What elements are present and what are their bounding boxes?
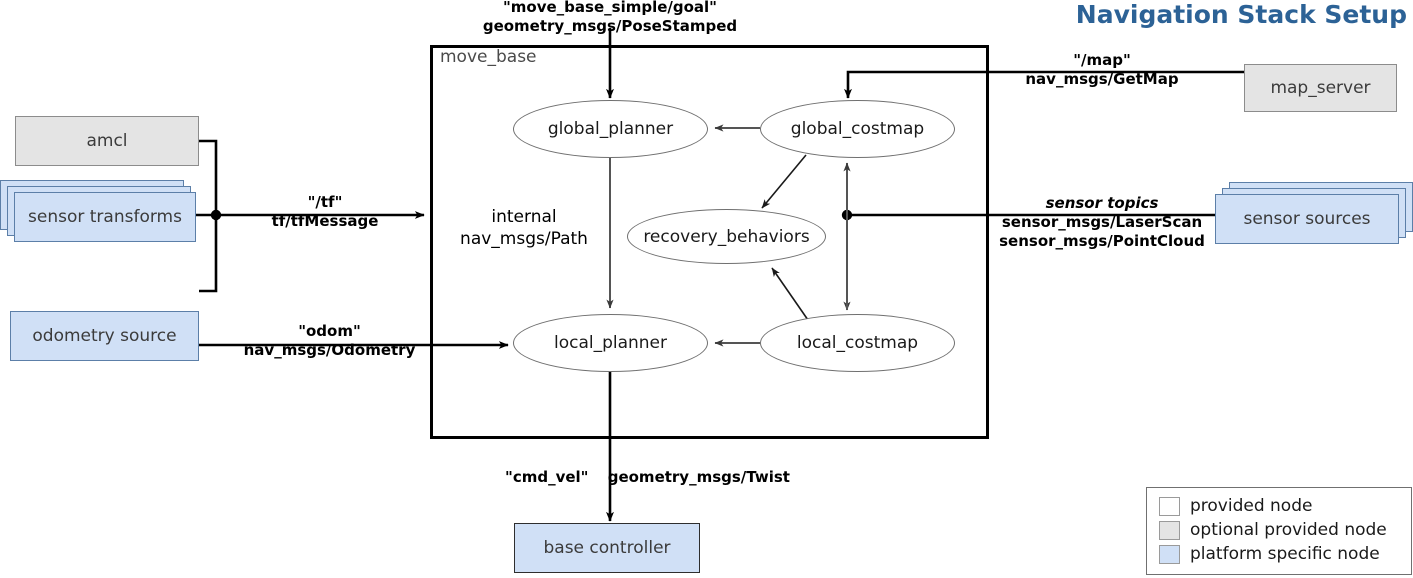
- legend-label-provided: provided node: [1190, 496, 1313, 516]
- node-local-costmap[interactable]: local_costmap: [760, 314, 955, 372]
- node-sensor-transforms[interactable]: sensor transforms: [14, 192, 196, 242]
- edge-label-tf: "/tf" tf/tfMessage: [235, 193, 415, 231]
- edge-label-odom-type: nav_msgs/Odometry: [243, 341, 416, 359]
- edge-label-map: "/map" nav_msgs/GetMap: [1007, 51, 1197, 89]
- legend-swatch-provided: [1159, 496, 1180, 516]
- legend-label-platform: platform specific node: [1190, 544, 1380, 564]
- edge-label-tf-type: tf/tfMessage: [271, 212, 379, 230]
- edge-label-internal-line1: internal: [491, 207, 557, 227]
- node-global-costmap[interactable]: global_costmap: [760, 100, 955, 158]
- edge-label-map-type: nav_msgs/GetMap: [1025, 70, 1179, 88]
- edge-label-goal: "move_base_simple/goal" geometry_msgs/Po…: [455, 0, 765, 36]
- edge-label-sensor-topics: sensor topics: [1045, 194, 1159, 212]
- edge-label-sensor-type-1: sensor_msgs/LaserScan: [1001, 213, 1203, 231]
- legend-label-optional: optional provided node: [1190, 520, 1387, 540]
- edge-label-tf-topic: "/tf": [307, 193, 343, 211]
- edge-label-goal-type: geometry_msgs/PoseStamped: [482, 17, 738, 35]
- node-recovery-behaviors[interactable]: recovery_behaviors: [627, 209, 826, 264]
- node-sensor-sources[interactable]: sensor sources: [1215, 194, 1399, 244]
- node-odometry-source[interactable]: odometry source: [10, 311, 199, 361]
- node-amcl[interactable]: amcl: [15, 116, 199, 166]
- edge-label-odom-topic: "odom": [298, 322, 361, 340]
- edge-label-sensor-type-2: sensor_msgs/PointCloud: [999, 232, 1205, 250]
- move-base-container: [430, 45, 989, 439]
- node-map-server[interactable]: map_server: [1244, 64, 1397, 112]
- legend-item-optional: optional provided node: [1159, 518, 1401, 542]
- edge-label-odom: "odom" nav_msgs/Odometry: [232, 322, 427, 360]
- legend-swatch-optional: [1159, 520, 1180, 540]
- edge-label-map-topic: "/map": [1073, 51, 1131, 69]
- edge-label-internal: internal nav_msgs/Path: [455, 206, 593, 250]
- edge-label-sensor: sensor topics sensor_msgs/LaserScan sens…: [990, 194, 1214, 251]
- node-base-controller[interactable]: base controller: [514, 523, 700, 573]
- node-local-planner[interactable]: local_planner: [513, 314, 708, 372]
- legend-item-platform: platform specific node: [1159, 542, 1401, 566]
- edge-label-goal-topic: "move_base_simple/goal": [502, 0, 717, 16]
- edge-label-internal-line2: nav_msgs/Path: [460, 229, 588, 249]
- tf-junction-dot: [210, 209, 222, 221]
- page-title: Navigation Stack Setup: [1075, 0, 1407, 29]
- edge-label-cmdvel-topic: "cmd_vel": [505, 468, 589, 486]
- edge-label-cmdvel: "cmd_vel" geometry_msgs/Twist: [505, 468, 815, 487]
- legend-item-provided: provided node: [1159, 494, 1401, 518]
- legend-swatch-platform: [1159, 544, 1180, 564]
- move-base-label: move_base: [440, 47, 537, 67]
- node-global-planner[interactable]: global_planner: [513, 100, 708, 158]
- legend: provided node optional provided node pla…: [1146, 487, 1412, 575]
- edge-label-cmdvel-type: geometry_msgs/Twist: [607, 468, 790, 486]
